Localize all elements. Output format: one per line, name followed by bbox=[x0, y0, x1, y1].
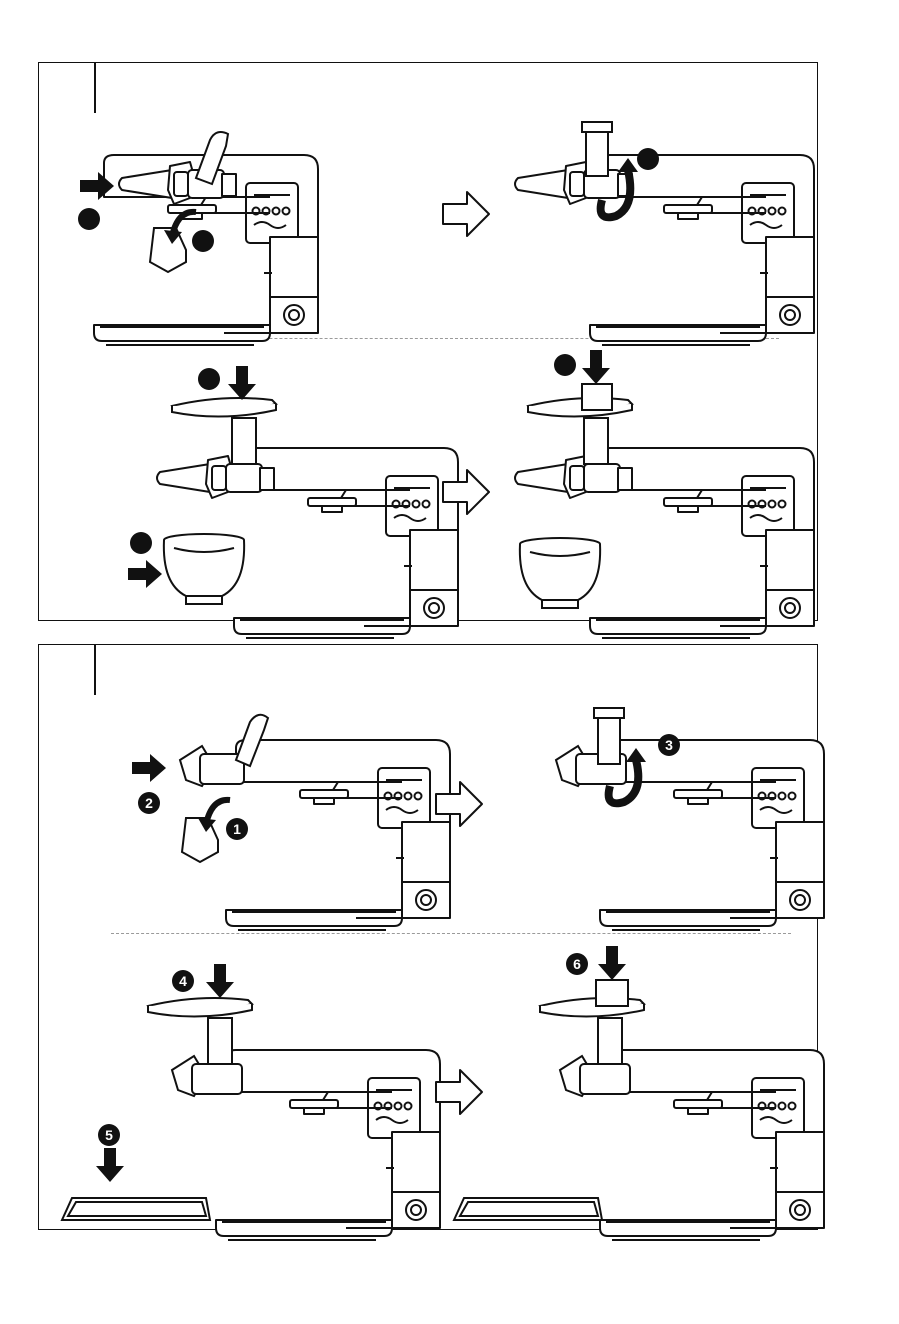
push-arrow-icon bbox=[132, 754, 166, 782]
figure-a-badge-step-6 bbox=[554, 354, 576, 376]
solid-arrow-icon bbox=[582, 350, 610, 384]
bowl-illustration bbox=[520, 538, 600, 608]
figure-b-badge-step-3: 3 bbox=[658, 734, 680, 756]
outline-right-arrow-icon bbox=[443, 192, 489, 236]
figure-b-badge-step-6: 6 bbox=[566, 953, 588, 975]
figure-b-badge-step-5: 5 bbox=[98, 1124, 120, 1146]
figure-b-step-2-illustration bbox=[556, 708, 824, 930]
push-arrow-icon bbox=[128, 560, 162, 588]
figure-b-step-1-illustration bbox=[180, 715, 450, 930]
figure-b-badge-step-4: 4 bbox=[172, 970, 194, 992]
figure-a-badge-step-4 bbox=[198, 368, 220, 390]
baking-tray-illustration bbox=[62, 1198, 210, 1220]
figure-b-badge-step-1: 1 bbox=[226, 818, 248, 840]
figure-b-badge-step-2: 2 bbox=[138, 792, 160, 814]
solid-arrow-icon bbox=[206, 964, 234, 998]
solid-arrow-icon bbox=[96, 1148, 124, 1182]
bowl-illustration bbox=[164, 534, 244, 604]
figure-a-badge-step-2 bbox=[78, 208, 100, 230]
baking-tray-illustration bbox=[454, 1198, 602, 1220]
outline-right-arrow-icon bbox=[436, 1070, 482, 1114]
figure-a-badge-step-3 bbox=[637, 148, 659, 170]
figure-a-step-2-illustration bbox=[515, 122, 814, 345]
figure-a-badge-step-1 bbox=[192, 230, 214, 252]
solid-arrow-icon bbox=[598, 946, 626, 980]
solid-arrow-icon bbox=[228, 366, 256, 400]
figure-a-badge-step-5 bbox=[130, 532, 152, 554]
